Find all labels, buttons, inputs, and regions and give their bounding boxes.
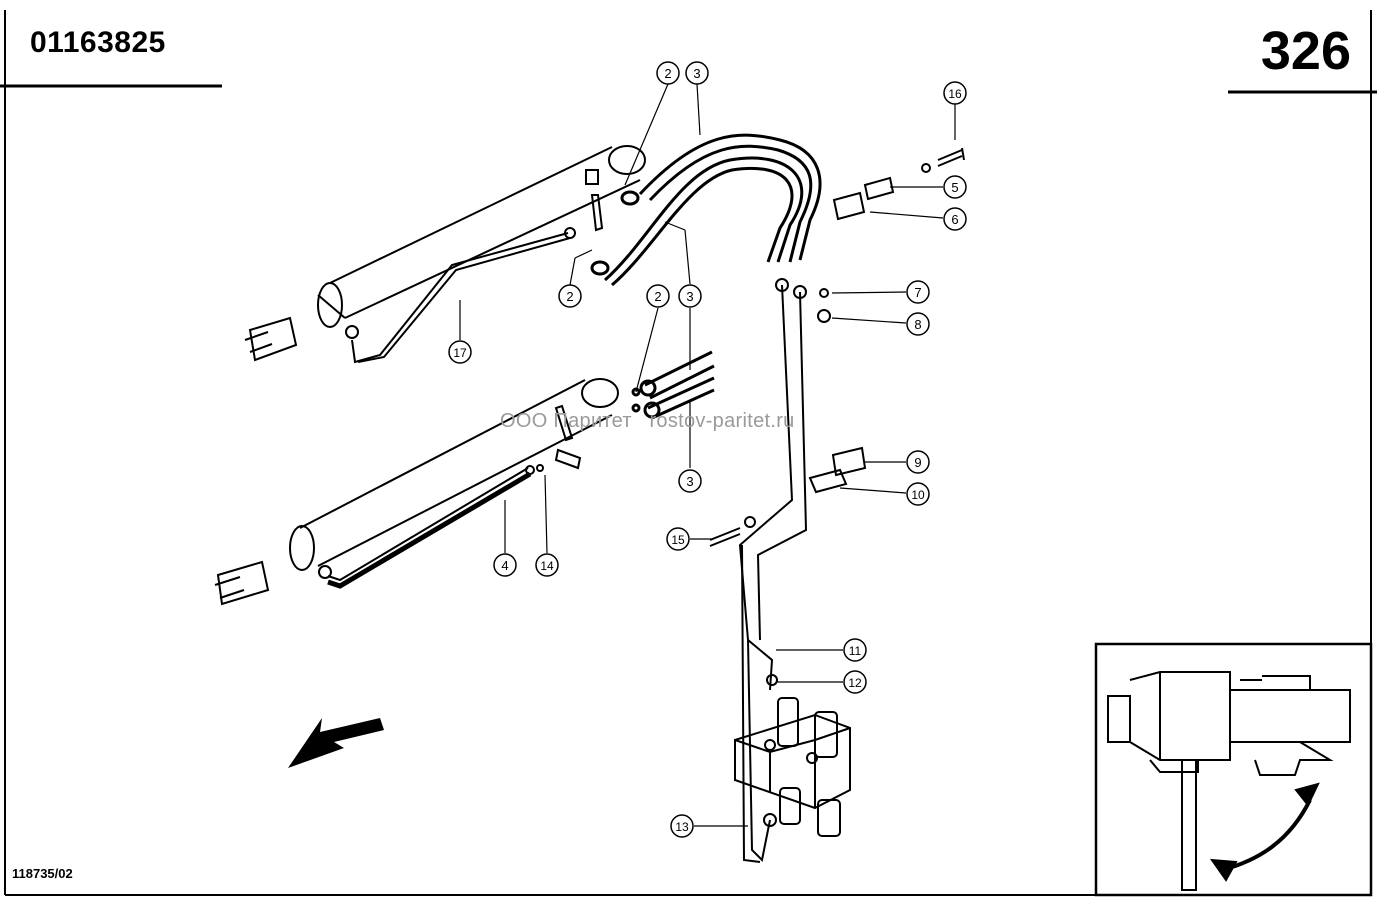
steel-pipes [738, 278, 808, 863]
svg-text:6: 6 [951, 212, 958, 227]
svg-text:7: 7 [914, 285, 921, 300]
watermark-text: ООО Паритет rostov-paritet.ru [500, 410, 795, 432]
inset-view [1094, 642, 1373, 897]
callout-group: 2 3 16 5 6 2 3 2 7 8 17 9 10 3 15 4 14 1… [448, 61, 967, 838]
svg-text:2: 2 [664, 66, 671, 81]
callout-2: 2 [656, 61, 680, 85]
svg-text:4: 4 [501, 558, 508, 573]
callout-4: 4 [493, 553, 517, 577]
callout-14: 14 [535, 553, 559, 577]
svg-text:12: 12 [848, 676, 862, 690]
svg-text:15: 15 [671, 533, 685, 547]
svg-text:17: 17 [453, 346, 467, 360]
callout-9: 9 [906, 450, 930, 474]
svg-text:5: 5 [951, 180, 958, 195]
svg-text:3: 3 [686, 289, 693, 304]
svg-text:9: 9 [914, 455, 921, 470]
control-valve-block [734, 697, 851, 837]
upper-hydraulic-cylinder [244, 145, 646, 364]
callout-2: 2 [646, 284, 670, 308]
callout-16: 16 [943, 81, 967, 105]
callout-13: 13 [670, 814, 694, 838]
leader-lines [459, 83, 956, 827]
callout-2: 2 [558, 284, 582, 308]
svg-text:14: 14 [540, 559, 554, 573]
callout-3: 3 [685, 61, 709, 85]
hardware-items [536, 147, 965, 547]
callout-6: 6 [943, 207, 967, 231]
travel-direction-arrow-icon [288, 718, 384, 768]
callout-7: 7 [906, 280, 930, 304]
svg-text:13: 13 [675, 820, 689, 834]
svg-text:3: 3 [686, 474, 693, 489]
part-number: 01163825 [30, 26, 166, 59]
page-frame [0, 10, 1377, 896]
drawing-reference: 118735/02 [12, 866, 73, 881]
svg-text:10: 10 [911, 488, 925, 502]
callout-10: 10 [906, 482, 930, 506]
svg-text:8: 8 [914, 317, 921, 332]
svg-text:2: 2 [654, 289, 661, 304]
page-number: 326 [1260, 21, 1351, 81]
svg-text:3: 3 [693, 66, 700, 81]
svg-text:16: 16 [948, 87, 962, 101]
callout-8: 8 [906, 312, 930, 336]
callout-3: 3 [678, 469, 702, 493]
callout-11: 11 [843, 638, 867, 662]
svg-text:11: 11 [849, 644, 862, 658]
lower-hydraulic-cylinder [214, 378, 619, 606]
callout-3: 3 [678, 284, 702, 308]
callout-5: 5 [943, 175, 967, 199]
hose-stubs-lower [631, 350, 715, 420]
callout-15: 15 [666, 527, 690, 551]
callout-17: 17 [448, 340, 472, 364]
callout-12: 12 [843, 670, 867, 694]
hose-assembly-upper [590, 133, 822, 287]
svg-text:2: 2 [566, 289, 573, 304]
